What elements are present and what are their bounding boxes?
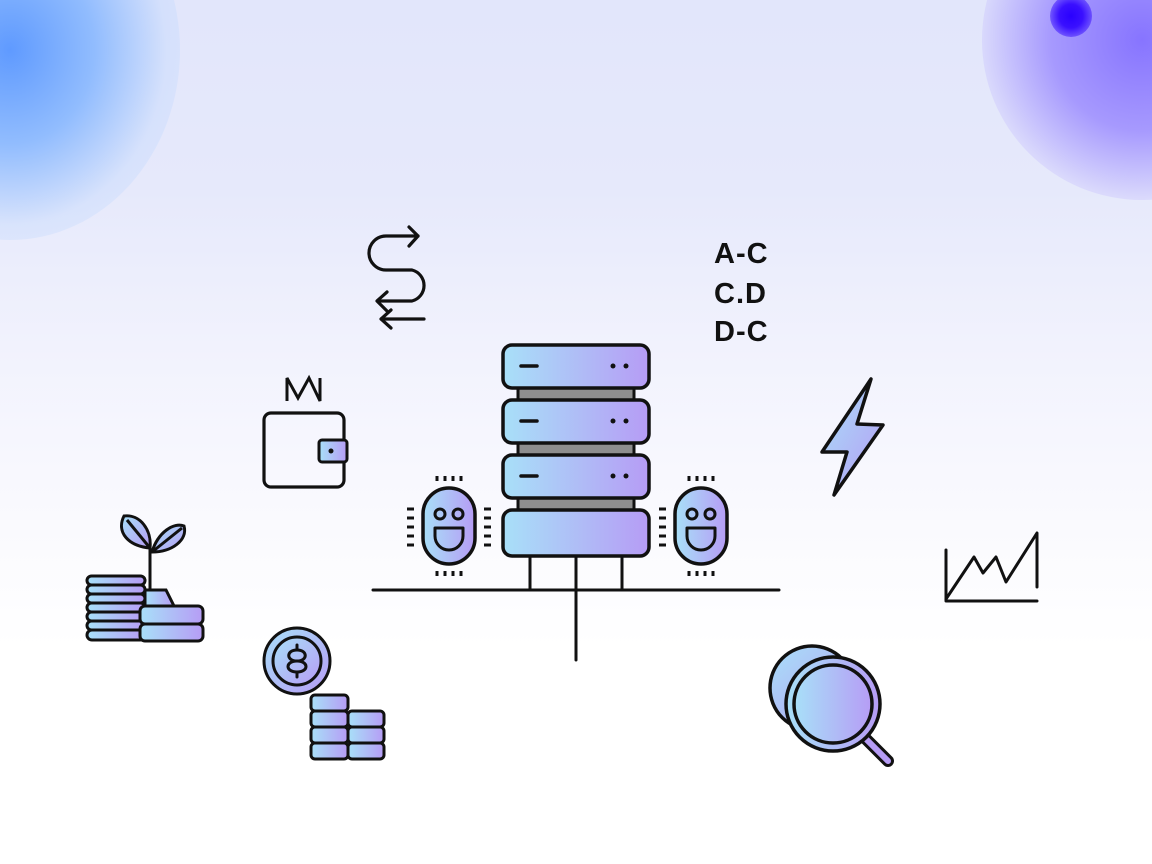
transfer-arrows-icon — [367, 225, 426, 330]
wallet-icon — [262, 374, 349, 489]
network-line — [371, 553, 781, 662]
line-chart-icon — [944, 531, 1039, 603]
plant-coins-icon — [85, 514, 205, 643]
pair-label-1: A-C — [714, 238, 769, 270]
robot-chip-icon — [659, 476, 729, 576]
pair-label-3: D-C — [714, 316, 769, 348]
pair-label-2: C.D — [714, 278, 767, 310]
server-rack-icon — [501, 343, 651, 558]
magnifier-icon — [768, 644, 894, 767]
robot-chip-icon — [407, 476, 491, 576]
lightning-bolt-icon — [820, 377, 885, 497]
crypto-coin-stack-icon — [262, 626, 386, 761]
